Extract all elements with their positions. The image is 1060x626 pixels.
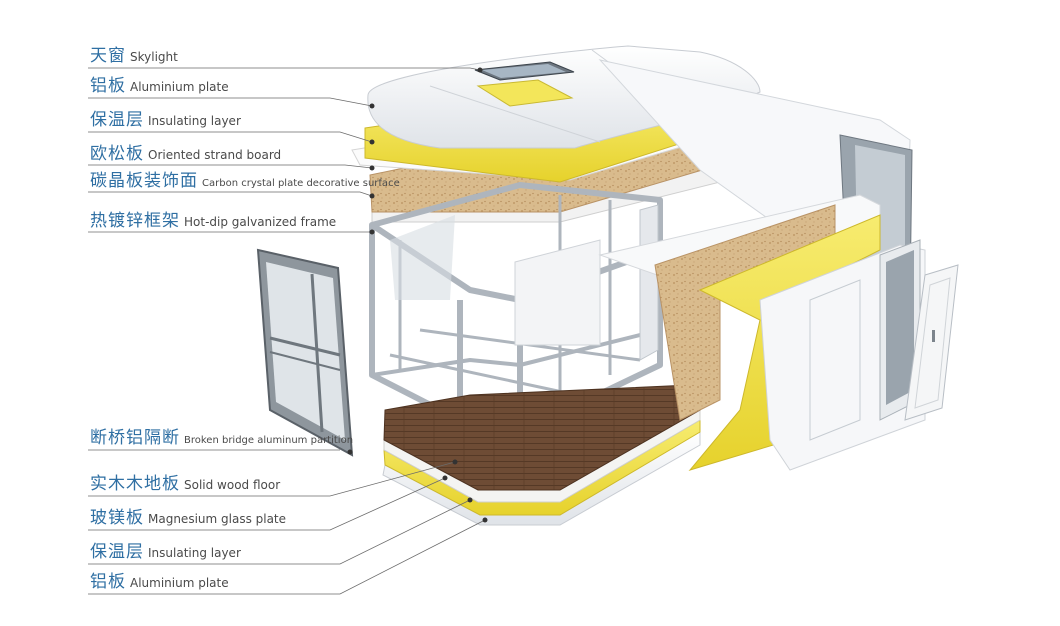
label-frame: 热镀锌框架 Hot-dip galvanized frame [90,213,336,230]
label-floor-aluminium: 铝板 Aluminium plate [90,574,229,591]
skylight-window [474,61,575,81]
leader-magnesium-plate [88,477,446,531]
label-floor-aluminium-zh: 铝板 [90,572,126,592]
label-wood-floor-zh: 实木木地板 [90,474,180,494]
label-skylight: 天窗 Skylight [90,48,178,65]
label-roof-insulation-zh: 保温层 [90,110,144,130]
right-door-panel [904,264,959,421]
label-roof-aluminium-zh: 铝板 [90,76,126,96]
label-roof-osb: 欧松板 Oriented strand board [90,146,281,163]
leader-roof-osb [88,164,373,169]
label-wood-floor-en: Solid wood floor [184,478,281,492]
label-skylight-zh: 天窗 [90,46,126,66]
leader-dots [347,67,488,523]
leader-floor-aluminium [88,519,486,595]
label-carbon-crystal-zh: 碳晶板装饰面 [90,171,198,191]
label-magnesium-plate-zh: 玻镁板 [90,508,144,528]
label-floor-aluminium-en: Aluminium plate [130,576,229,590]
label-floor-insulation-en: Insulating layer [148,546,241,560]
label-roof-aluminium-en: Aluminium plate [130,80,229,94]
label-floor-insulation: 保温层 Insulating layer [90,544,241,561]
floor-solid-wood [383,384,701,491]
leader-wood-floor [88,461,456,497]
broken-bridge-aluminum-partition [256,248,354,457]
label-frame-zh: 热镀锌框架 [90,211,180,231]
label-carbon-crystal: 碳晶板装饰面 Carbon crystal plate decorative su… [90,173,400,190]
skylight-opening [476,79,574,107]
right-wall-assembly [598,194,926,471]
leader-carbon-crystal [88,191,373,197]
label-roof-insulation: 保温层 Insulating layer [90,112,241,129]
label-floor-insulation-zh: 保温层 [90,542,144,562]
leader-roof-insulation [88,131,373,143]
leader-floor-insulation [88,499,471,565]
label-magnesium-plate-en: Magnesium glass plate [148,512,287,526]
label-magnesium-plate: 玻镁板 Magnesium glass plate [90,510,286,527]
label-partition-zh: 断桥铝隔断 [90,428,180,448]
label-skylight-en: Skylight [130,50,178,64]
label-partition-en: Broken bridge aluminum partition [184,435,354,446]
frame-inner-panels [390,204,659,361]
label-frame-en: Hot-dip galvanized frame [184,215,337,229]
label-roof-aluminium: 铝板 Aluminium plate [90,78,229,95]
label-partition: 断桥铝隔断 Broken bridge aluminum partition [90,430,353,447]
label-roof-insulation-en: Insulating layer [148,114,241,128]
leader-roof-aluminium [88,97,373,107]
leader-lines [88,67,486,595]
label-roof-osb-zh: 欧松板 [90,144,144,164]
label-wood-floor: 实木木地板 Solid wood floor [90,476,280,493]
label-roof-osb-en: Oriented strand board [148,148,282,162]
leader-skylight [88,67,481,71]
wall-window [879,239,921,421]
floor-assembly [382,384,701,526]
label-carbon-crystal-en: Carbon crystal plate decorative surface [202,178,400,189]
